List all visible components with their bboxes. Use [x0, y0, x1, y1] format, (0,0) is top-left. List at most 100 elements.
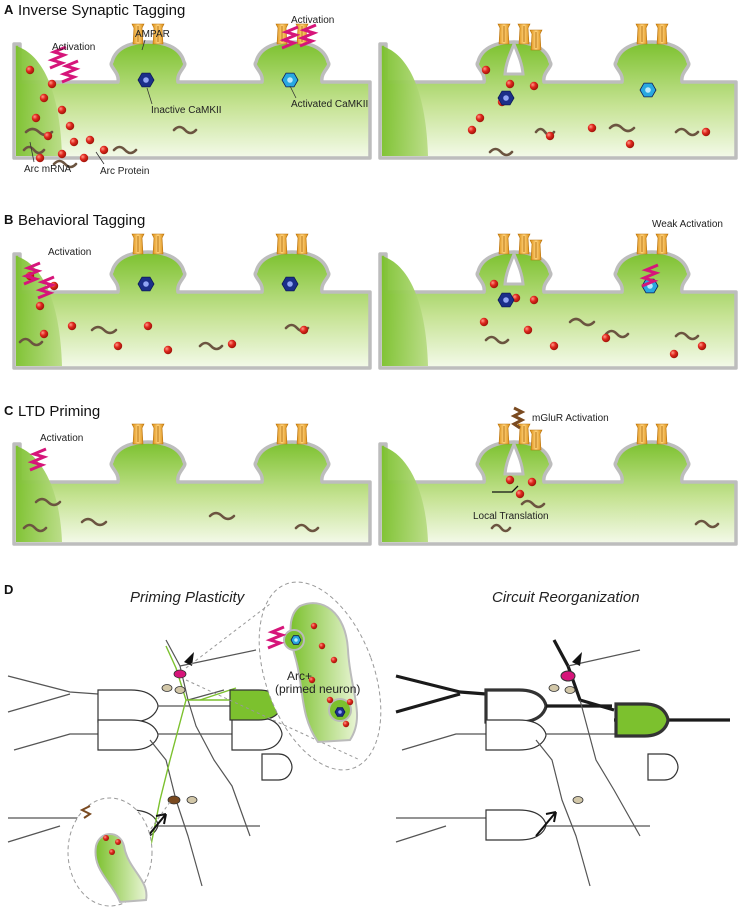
- ampar-receptor: [497, 233, 511, 255]
- callout-guide: [185, 679, 361, 761]
- arc-protein-dot: [549, 341, 559, 351]
- arc-mrna-strand: [484, 335, 510, 345]
- arc-mrna-strand: [80, 517, 108, 527]
- spine-head-split: [503, 249, 525, 286]
- panel-a-letter: A: [4, 2, 14, 17]
- arc-protein-dot: [342, 720, 350, 728]
- arc-mrna-strand: [18, 337, 44, 347]
- input-axon: [7, 675, 99, 695]
- arc-protein-dot: [113, 341, 123, 351]
- dendrite-branch: [535, 739, 591, 887]
- ampar-receptor: [529, 429, 543, 451]
- input-axon: [395, 825, 447, 843]
- label-weak-activation: Weak Activation: [652, 219, 723, 230]
- arrow-marker: [147, 813, 167, 837]
- arc-protein-dot: [326, 696, 334, 704]
- left-dendrite-lobe: [16, 46, 62, 156]
- arc-protein-dot: [99, 145, 109, 155]
- input-axon: [7, 825, 61, 843]
- dendrite-shaft: [378, 440, 738, 546]
- panel-c-title: LTD Priming: [18, 403, 100, 420]
- dendrite-branch: [579, 699, 641, 837]
- arc-mrna-strand: [90, 325, 118, 335]
- arc-plus-label: Arc+ (primed neuron): [275, 669, 360, 696]
- arrowhead-marker: [572, 652, 582, 666]
- arc-protein-dot: [47, 79, 57, 89]
- label-mglur-activation: mGluR Activation: [532, 413, 609, 424]
- spine-head-split: [503, 439, 525, 476]
- ampar-receptor: [517, 23, 531, 45]
- arc-protein-dot: [669, 349, 679, 359]
- ampar-receptor: [517, 423, 531, 445]
- activation-bolt-b2: [35, 275, 57, 300]
- arc-mrna-strand: [294, 523, 320, 533]
- arc-protein-dot: [25, 65, 35, 75]
- arc-protein-dot: [57, 105, 67, 115]
- arc-mrna-strand: [198, 341, 224, 351]
- activation-bolt-zoom: [265, 625, 287, 650]
- ampar-receptor: [529, 239, 543, 261]
- primed-neuron-body: [614, 702, 670, 738]
- arc-protein-pointer: [95, 151, 105, 165]
- arc-protein-dot: [35, 153, 45, 163]
- inactive-camkii-core: [338, 710, 342, 714]
- ampar-receptor: [131, 423, 145, 445]
- dendrite-shaft: [378, 40, 738, 160]
- ampar-receptor: [517, 233, 531, 255]
- arc-protein-dot: [505, 79, 515, 89]
- ampar-receptor: [275, 233, 289, 255]
- ampar-receptor: [151, 23, 165, 45]
- ampar-receptor: [295, 423, 309, 445]
- arc-mrna-strand: [608, 123, 636, 133]
- ampar-receptor: [497, 23, 511, 45]
- arc-protein-dot: [489, 279, 499, 289]
- arc-protein-dot: [67, 321, 77, 331]
- arc-protein-dot: [346, 698, 354, 706]
- arc-protein-dot: [31, 113, 41, 123]
- zoom-dendrite-lower: [94, 833, 148, 904]
- panel-b-after-dendrite: [378, 233, 738, 370]
- activated-camkii-core: [287, 77, 293, 83]
- dendrite-branch: [187, 689, 225, 701]
- primed-dendrite: [165, 645, 236, 701]
- primed-dendrite: [149, 699, 187, 851]
- ampar-receptor: [275, 423, 289, 445]
- spine-head-split: [503, 39, 525, 76]
- label-activated-camkii: Activated CaMKII: [291, 99, 368, 110]
- neuron-body: [231, 717, 283, 751]
- label-arc-plus: Arc+: [287, 669, 312, 683]
- activated-camkii-core: [645, 87, 651, 93]
- synapse: [186, 796, 198, 804]
- arc-protein-dot: [475, 113, 485, 123]
- inactive-camkii-pointer: [146, 87, 153, 105]
- left-dendrite-lobe: [382, 256, 428, 366]
- panel-d-heading: D Priming Plasticity Circuit Reorganizat…: [4, 582, 640, 606]
- arc-mrna-strand: [694, 519, 720, 529]
- arc-protein-dot: [115, 839, 121, 845]
- left-dendrite-lobe: [16, 256, 62, 366]
- panel-d-right-title: Circuit Reorganization: [492, 589, 640, 606]
- activation-bolt-c1: [27, 447, 49, 472]
- ampar-receptor: [131, 233, 145, 255]
- label-activation-a: Activation: [52, 42, 95, 53]
- ampar-receptor: [655, 423, 669, 445]
- arc-protein-dot: [310, 622, 318, 630]
- arc-mrna-strand: [112, 145, 138, 155]
- panel-c-letter: C: [4, 403, 14, 418]
- neuron-body: [97, 689, 159, 723]
- ampar-receptor: [295, 233, 309, 255]
- strengthened-input: [395, 674, 487, 696]
- label-activation-a2: Activation: [291, 15, 334, 26]
- arc-mrna-strand: [208, 511, 236, 521]
- panel-c-heading: C LTD Priming: [4, 403, 100, 420]
- arc-mrna-strand: [674, 127, 700, 137]
- ampar-receptor: [635, 423, 649, 445]
- dendrite-shaft: [12, 440, 372, 546]
- arc-protein-dot: [39, 329, 49, 339]
- priming-plasticity-circuit: [7, 581, 382, 907]
- ampar-receptor: [497, 423, 511, 445]
- synapse: [564, 686, 576, 694]
- arc-protein-dot: [330, 656, 338, 664]
- arc-protein-dot: [43, 131, 53, 141]
- arc-protein-dot: [103, 835, 109, 841]
